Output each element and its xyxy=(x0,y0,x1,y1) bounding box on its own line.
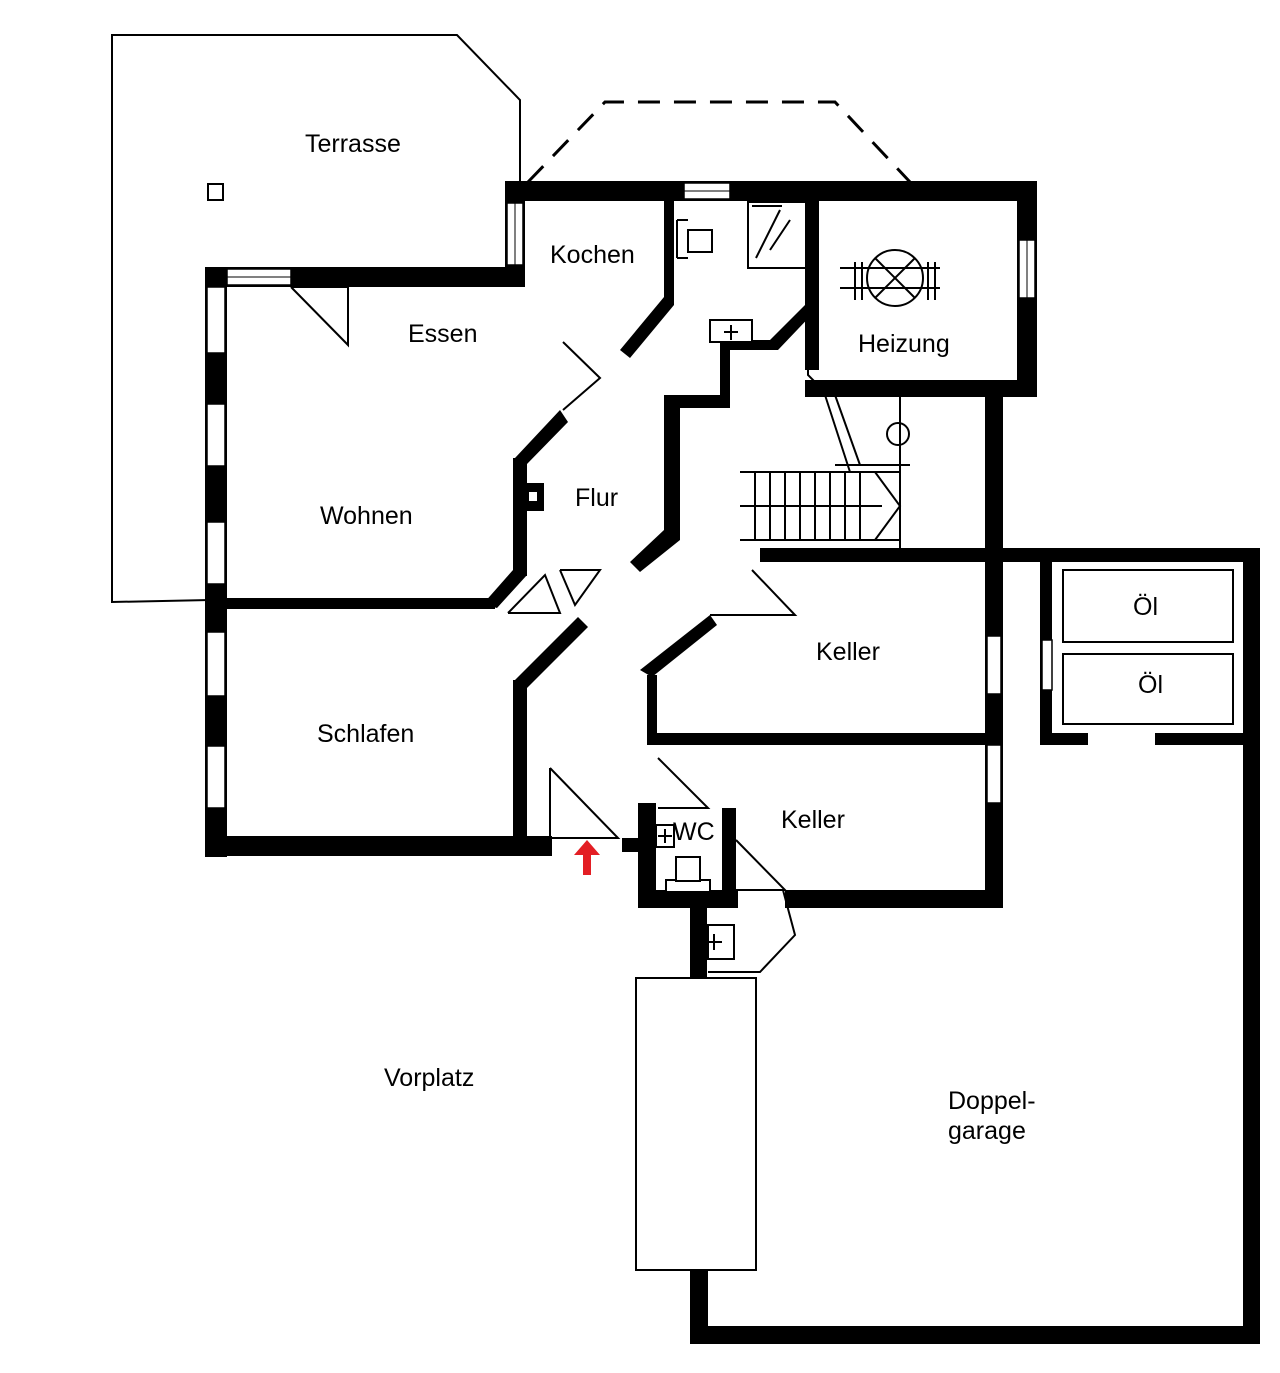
terrace-post xyxy=(207,183,224,201)
oil-tank-2 xyxy=(1062,653,1234,725)
wc-fixtures xyxy=(655,824,735,960)
windows xyxy=(206,182,1053,809)
room-label-keller-1: Keller xyxy=(816,638,880,666)
oil-tank-1 xyxy=(1062,569,1234,643)
room-label-flur: Flur xyxy=(575,484,618,512)
room-label-doppelgarage-2: garage xyxy=(948,1117,1026,1145)
room-label-oel-2: Öl xyxy=(1138,671,1163,699)
room-label-schlafen: Schlafen xyxy=(317,720,414,748)
room-label-terrasse: Terrasse xyxy=(305,130,401,158)
chimney-hole xyxy=(529,492,537,501)
staircase xyxy=(740,394,910,548)
room-label-keller-2: Keller xyxy=(781,806,845,834)
entrance-arrow-icon xyxy=(574,840,600,875)
terrace-outline xyxy=(111,34,521,604)
room-label-wohnen: Wohnen xyxy=(320,502,413,530)
garage-cabinet xyxy=(635,977,757,1271)
room-label-oel-1: Öl xyxy=(1133,593,1158,621)
room-label-wc: WC xyxy=(673,818,715,846)
room-label-doppelgarage-1: Doppel- xyxy=(948,1087,1036,1115)
room-label-heizung: Heizung xyxy=(858,330,950,358)
bay-dashed-outline xyxy=(526,100,912,184)
room-label-vorplatz: Vorplatz xyxy=(384,1064,474,1092)
boiler-icon xyxy=(840,249,940,307)
room-label-kochen: Kochen xyxy=(550,241,635,269)
kitchen-fixtures xyxy=(676,201,807,383)
room-label-essen: Essen xyxy=(408,320,477,348)
doors xyxy=(290,286,829,973)
